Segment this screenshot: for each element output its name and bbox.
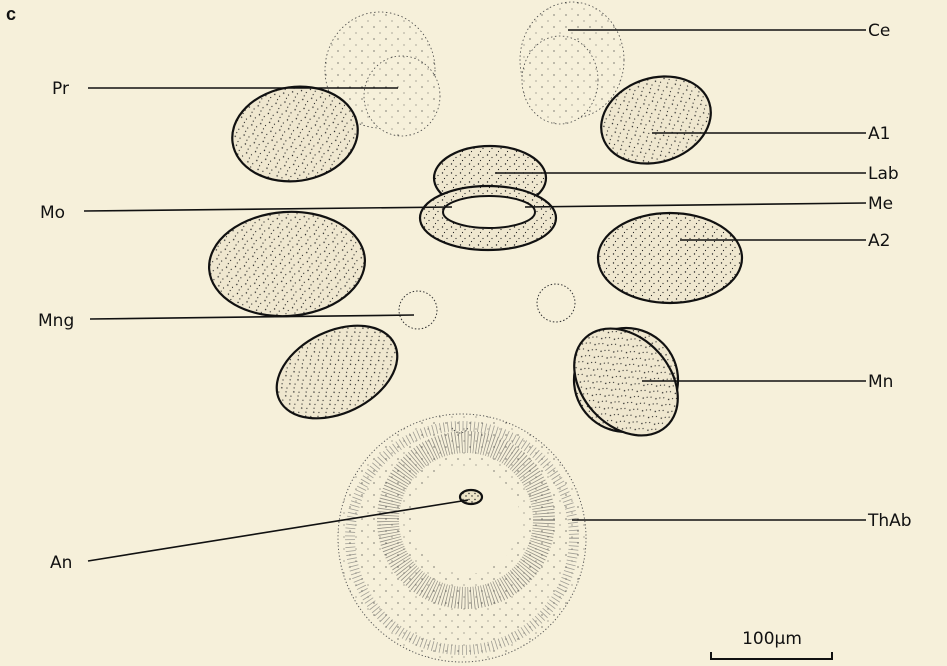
mandibular-gland-left [399, 291, 437, 329]
scale-bar: 100µm [711, 629, 832, 659]
label-lab: Lab [868, 164, 899, 184]
mandibular-gland-right [537, 284, 575, 322]
label-thab: ThAb [867, 511, 912, 531]
anus [460, 490, 482, 504]
label-mo: Mo [40, 203, 65, 223]
cerebrum-outline [325, 2, 624, 136]
label-pr: Pr [52, 79, 69, 99]
label-mng: Mng [38, 311, 74, 331]
mandible-left [262, 307, 413, 437]
label-an: An [50, 553, 72, 573]
panel-letter: c [6, 4, 16, 24]
label-a2: A2 [868, 231, 890, 251]
label-ce: Ce [868, 21, 890, 41]
antenna2-left [206, 207, 369, 322]
label-a1: A1 [868, 124, 890, 144]
antenna2-right [598, 213, 742, 303]
scale-bar-label: 100µm [742, 629, 802, 649]
mouth-ring [420, 186, 556, 250]
label-me: Me [868, 194, 893, 214]
thorax-abdomen [338, 414, 586, 662]
label-mn: Mn [868, 372, 893, 392]
